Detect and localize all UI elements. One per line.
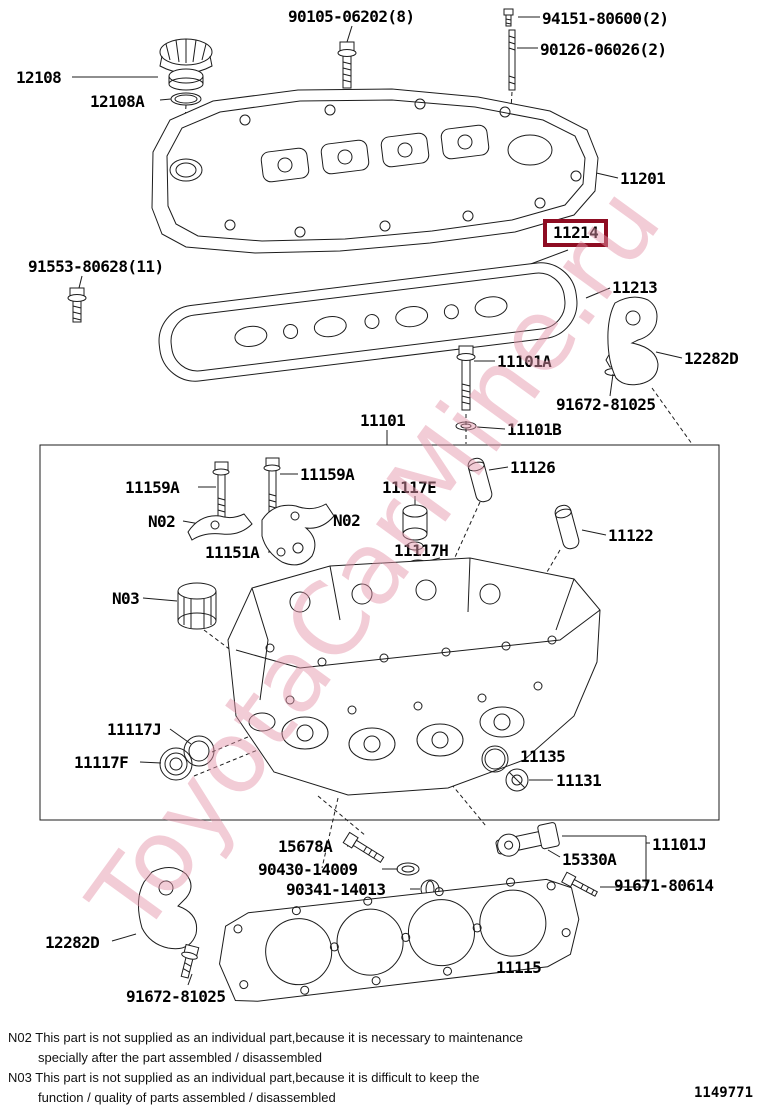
note-n03-line1: N03 This part is not supplied as an indi… bbox=[8, 1068, 708, 1088]
cam-seal-11117j-drawing bbox=[183, 735, 215, 767]
part-label-selected-11214[interactable]: 11214 bbox=[543, 219, 609, 248]
stud-90126-drawing bbox=[508, 29, 516, 91]
bolt-91671-drawing bbox=[561, 871, 598, 897]
part-label-N02[interactable]: N02 bbox=[333, 511, 361, 530]
part-label-12108[interactable]: 12108 bbox=[16, 68, 62, 87]
part-label-11101B[interactable]: 11101B bbox=[507, 420, 562, 439]
footnotes: N02 This part is not supplied as an indi… bbox=[8, 1028, 708, 1108]
valve-cover-drawing bbox=[151, 88, 599, 254]
note-n02-line2: specially after the part assembled / dis… bbox=[38, 1050, 322, 1065]
part-label-90341-14013[interactable]: 90341-14013 bbox=[286, 880, 386, 899]
part-label-12108A[interactable]: 12108A bbox=[90, 92, 145, 111]
oil-filler-cap-drawing bbox=[159, 38, 213, 91]
part-label-91672-81025[interactable]: 91672-81025 bbox=[556, 395, 656, 414]
cam-cap-n02-left-drawing bbox=[187, 513, 253, 541]
part-label-11117H[interactable]: 11117H bbox=[394, 541, 449, 560]
part-label-11117F[interactable]: 11117F bbox=[74, 753, 129, 772]
part-label-12282D[interactable]: 12282D bbox=[45, 933, 100, 952]
plug-11117e-drawing bbox=[402, 504, 428, 551]
washer-11101b-drawing bbox=[455, 421, 477, 431]
washer-90430-drawing bbox=[396, 862, 420, 876]
cam-cap-n02-right-drawing bbox=[261, 503, 335, 566]
part-label-11213[interactable]: 11213 bbox=[612, 278, 658, 297]
engine-hanger-bottom-drawing bbox=[138, 867, 198, 950]
bolt-15678a-drawing bbox=[342, 831, 385, 864]
part-label-N02[interactable]: N02 bbox=[148, 512, 176, 531]
part-label-90430-14009[interactable]: 90430-14009 bbox=[258, 860, 358, 879]
part-label-11101J[interactable]: 11101J bbox=[652, 835, 707, 854]
note-code: N03 bbox=[8, 1070, 32, 1085]
note-n02-line1: N02 This part is not supplied as an indi… bbox=[8, 1028, 708, 1048]
sheet-number: 1149771 bbox=[694, 1085, 754, 1101]
part-label-11135[interactable]: 11135 bbox=[520, 747, 566, 766]
part-label-90105-06202(8)[interactable]: 90105-06202(8) bbox=[288, 7, 415, 26]
oring-11135-drawing bbox=[481, 745, 509, 773]
part-label-15678A[interactable]: 15678A bbox=[278, 837, 333, 856]
bolt-11101a-drawing bbox=[456, 345, 476, 411]
head-gasket-drawing bbox=[219, 877, 580, 1002]
oil-control-valve-drawing bbox=[495, 822, 560, 857]
valve-guide-11122-drawing bbox=[554, 504, 580, 550]
note-n03-line2: function / quality of parts assembled / … bbox=[38, 1090, 336, 1105]
part-label-11117J[interactable]: 11117J bbox=[107, 720, 162, 739]
bolt-91553-drawing bbox=[67, 287, 87, 323]
part-label-11131[interactable]: 11131 bbox=[556, 771, 602, 790]
note-text: This part is not supplied as an individu… bbox=[35, 1030, 524, 1045]
part-label-15330A[interactable]: 15330A bbox=[562, 850, 617, 869]
part-label-90126-06026(2)[interactable]: 90126-06026(2) bbox=[540, 40, 667, 59]
part-label-11101[interactable]: 11101 bbox=[360, 411, 406, 430]
cover-gasket-drawing bbox=[158, 262, 578, 382]
cylinder-head-drawing bbox=[227, 557, 601, 796]
engine-hanger-top-drawing bbox=[607, 296, 659, 386]
part-label-94151-80600(2)[interactable]: 94151-80600(2) bbox=[542, 9, 669, 28]
note-text: This part is not supplied as an individu… bbox=[35, 1070, 480, 1085]
bolt-91672-bottom-drawing bbox=[180, 943, 200, 979]
assembly-boundary-box bbox=[39, 444, 720, 821]
cap-oring-drawing bbox=[170, 92, 202, 106]
part-label-11122[interactable]: 11122 bbox=[608, 526, 654, 545]
plug-11131-drawing bbox=[505, 768, 529, 792]
part-label-11101A[interactable]: 11101A bbox=[497, 352, 552, 371]
part-label-91672-81025[interactable]: 91672-81025 bbox=[126, 987, 226, 1006]
part-label-12282D[interactable]: 12282D bbox=[684, 349, 739, 368]
part-label-91671-80614[interactable]: 91671-80614 bbox=[614, 876, 714, 895]
cam-seal-11117f-drawing bbox=[159, 747, 193, 781]
part-label-11201[interactable]: 11201 bbox=[620, 169, 666, 188]
part-label-11115[interactable]: 11115 bbox=[496, 958, 542, 977]
valve-guide-11126-drawing bbox=[467, 457, 493, 503]
pin-11151a-drawing bbox=[276, 547, 286, 557]
bolt-90105-drawing bbox=[337, 41, 357, 89]
part-label-11159A[interactable]: 11159A bbox=[300, 465, 355, 484]
bolt-11159a-right-drawing bbox=[263, 457, 281, 517]
part-label-11151A[interactable]: 11151A bbox=[205, 543, 260, 562]
part-label-11126[interactable]: 11126 bbox=[510, 458, 556, 477]
part-label-N03[interactable]: N03 bbox=[112, 589, 140, 608]
part-label-11159A[interactable]: 11159A bbox=[125, 478, 180, 497]
part-label-91553-80628(11)[interactable]: 91553-80628(11) bbox=[28, 257, 164, 276]
part-label-11117E[interactable]: 11117E bbox=[382, 478, 437, 497]
bolt-94151-drawing bbox=[503, 8, 514, 27]
part-n03-drawing bbox=[177, 582, 217, 630]
note-code: N02 bbox=[8, 1030, 32, 1045]
